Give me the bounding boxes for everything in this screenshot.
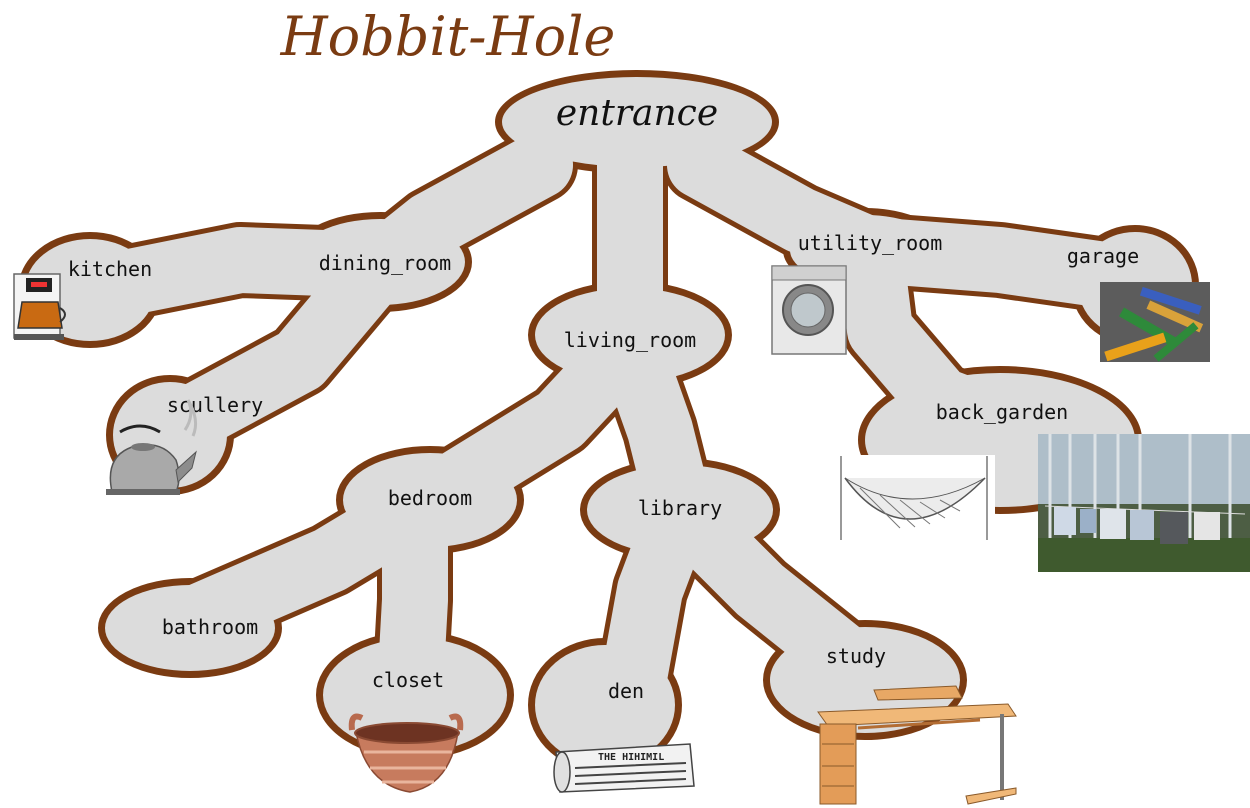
basket-icon — [348, 713, 464, 793]
kettle-icon — [106, 399, 198, 495]
laundry-line-photo — [1038, 434, 1250, 572]
newspaper-icon: THE HIHIMIL — [553, 743, 695, 793]
room-label-den: den — [608, 679, 644, 703]
room-label-study: study — [826, 644, 886, 668]
room-label-bedroom: bedroom — [388, 486, 472, 510]
room-label-scullery: scullery — [167, 393, 263, 417]
clothespins-photo — [1100, 282, 1210, 362]
hammock-icon — [835, 455, 995, 543]
room-label-kitchen: kitchen — [68, 257, 152, 281]
room-label-living-room: living_room — [564, 328, 696, 352]
room-label-bathroom: bathroom — [162, 615, 258, 639]
room-label-dining-room: dining_room — [319, 251, 451, 275]
washing-machine-icon — [771, 265, 847, 355]
room-label-library: library — [638, 496, 722, 520]
room-label-utility-room: utility_room — [798, 231, 943, 255]
room-label-closet: closet — [372, 668, 444, 692]
tunnel-network — [18, 70, 1199, 772]
room-label-entrance: entrance — [556, 93, 718, 134]
room-label-back-garden: back_garden — [936, 400, 1068, 424]
diagram-title: Hobbit-Hole — [280, 5, 616, 68]
room-label-garage: garage — [1067, 244, 1139, 268]
coffee-maker-icon — [13, 273, 66, 340]
newspaper-masthead: THE HIHIMIL — [598, 752, 664, 763]
desk-icon — [817, 685, 1017, 805]
